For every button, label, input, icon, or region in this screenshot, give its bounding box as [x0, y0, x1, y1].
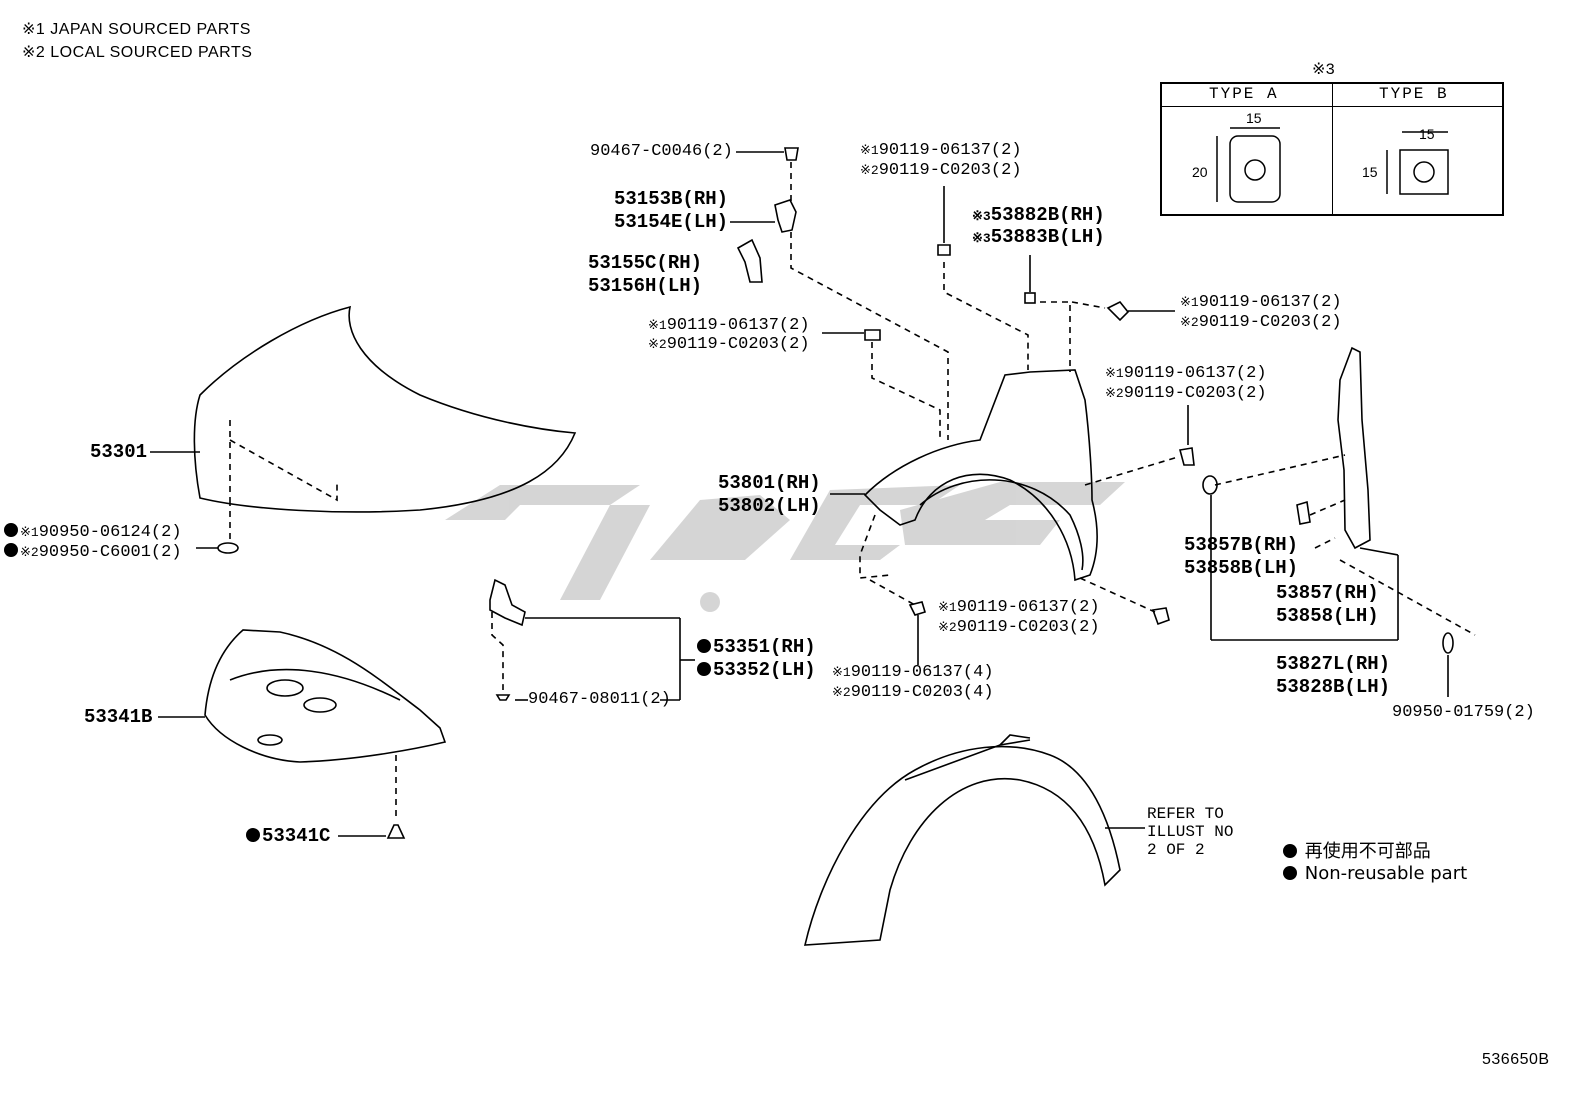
type-a-header: TYPE A	[1209, 85, 1279, 103]
type-b-width: 15	[1419, 126, 1435, 142]
fender-bracket	[1337, 346, 1371, 550]
watermark-logo	[445, 482, 1125, 612]
part-53351: 53351(RH)	[697, 636, 816, 658]
bolt-low-local: ※290119-C0203(2)	[938, 618, 1100, 637]
bolt-right-local: ※290119-C0203(2)	[1180, 313, 1342, 332]
bolt-bottom-japan: ※190119-06137(4)	[832, 663, 994, 682]
part-53156h: 53156H(LH)	[588, 275, 703, 297]
part-53154e: 53154E(LH)	[614, 211, 729, 233]
part-90467-c0046: 90467-C0046(2)	[590, 142, 733, 161]
legend-japanese: 再使用不可部品	[1283, 837, 1431, 863]
note-japan-sourced: ※1 JAPAN SOURCED PARTS	[22, 21, 251, 38]
part-53827l: 53827L(RH)	[1276, 653, 1391, 675]
part-53301: 53301	[90, 441, 148, 463]
part-53153b: 53153B(RH)	[614, 188, 729, 210]
bolt-low-japan: ※190119-06137(2)	[938, 598, 1100, 617]
bolt-left-local: ※290119-C0203(2)	[648, 335, 810, 354]
diagram-id: 536650B	[1482, 1051, 1550, 1068]
type-b-header: TYPE B	[1379, 85, 1449, 103]
part-53857: 53857(RH)	[1276, 582, 1379, 604]
part-53828b: 53828B(LH)	[1276, 676, 1391, 698]
bolt-top-japan: ※190119-06137(2)	[860, 141, 1022, 160]
part-53352: 53352(LH)	[697, 659, 816, 681]
part-53341b: 53341B	[84, 706, 153, 728]
hood-outline	[193, 305, 577, 513]
type-a-height: 20	[1192, 164, 1208, 180]
part-53882b: ※353882B(RH)	[972, 204, 1105, 226]
fender-outline	[863, 369, 1098, 582]
type-table: TYPE A TYPE B 15 20 15 15	[1160, 82, 1504, 216]
part-90950-06124: ※190950-06124(2)	[4, 522, 182, 544]
bolt-bottom-local: ※290119-C0203(4)	[832, 683, 994, 702]
refer-note: REFER TO ILLUST NO 2 OF 2	[1147, 805, 1234, 859]
hood-insulator	[204, 629, 447, 763]
part-90950-c6001: ※290950-C6001(2)	[4, 542, 182, 564]
part-53801: 53801(RH)	[718, 472, 821, 494]
type-a-width: 15	[1246, 110, 1262, 126]
part-53857b: 53857B(RH)	[1184, 534, 1299, 556]
bolt-right-japan: ※190119-06137(2)	[1180, 293, 1342, 312]
bolt-mid-japan: ※190119-06137(2)	[1105, 364, 1267, 383]
bolt-mid-local: ※290119-C0203(2)	[1105, 384, 1267, 403]
fender-liner	[803, 745, 1121, 946]
part-53341c: 53341C	[246, 825, 330, 847]
part-53802: 53802(LH)	[718, 495, 821, 517]
legend-english: Non-reusable part	[1283, 863, 1467, 884]
table-divider	[1332, 84, 1333, 214]
bolt-top-local: ※290119-C0203(2)	[860, 161, 1022, 180]
part-53858: 53858(LH)	[1276, 605, 1379, 627]
part-53858b: 53858B(LH)	[1184, 557, 1299, 579]
type-shapes	[1216, 127, 1449, 203]
part-90467-08011: 90467-08011(2)	[528, 690, 671, 709]
table-marker: ※3	[1312, 61, 1336, 79]
bolt-left-japan: ※190119-06137(2)	[648, 316, 810, 335]
type-b-height: 15	[1362, 164, 1378, 180]
note-local-sourced: ※2 LOCAL SOURCED PARTS	[22, 44, 253, 61]
part-53155c: 53155C(RH)	[588, 252, 703, 274]
part-53883b: ※353883B(LH)	[972, 226, 1105, 248]
part-90950-01759: 90950-01759(2)	[1392, 703, 1535, 722]
